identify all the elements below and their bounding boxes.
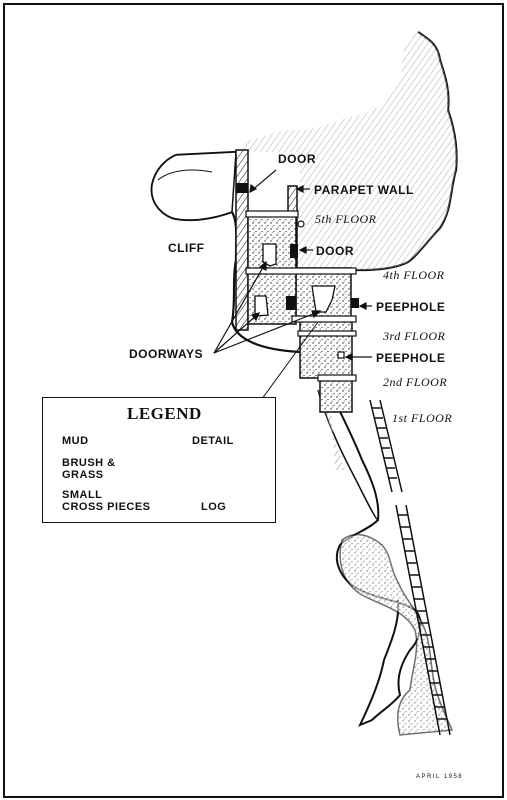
legend-small-cross-line1: SMALL <box>62 489 103 501</box>
legend-brush-grass-line1: BRUSH & <box>62 457 116 469</box>
label-4th-floor: 4th FLOOR <box>383 268 445 282</box>
ring-marker <box>297 220 305 228</box>
label-peephole-upper: PEEPHOLE <box>376 300 446 314</box>
label-3rd-floor: 3rd FLOOR <box>383 329 446 343</box>
legend-log: LOG <box>201 501 227 513</box>
label-5th-floor: 5th FLOOR <box>315 212 377 226</box>
legend-brush-grass-line2: GRASS <box>62 469 104 481</box>
legend-box <box>42 397 276 523</box>
legend-mud: MUD <box>62 435 89 447</box>
page-border <box>3 3 504 798</box>
label-2nd-floor: 2nd FLOOR <box>383 375 448 389</box>
label-parapet-wall: PARAPET WALL <box>314 183 414 197</box>
legend-small-cross-line2: CROSS PIECES <box>62 501 151 513</box>
label-doorways: DOORWAYS <box>129 347 204 361</box>
label-peephole-lower: PEEPHOLE <box>376 351 446 365</box>
cliff-rock-upper <box>236 32 457 270</box>
legend-detail: DETAIL <box>192 435 234 447</box>
date-stamp: APRIL 1958 <box>416 774 464 780</box>
label-1st-floor: 1st FLOOR <box>392 411 453 425</box>
label-door-top: DOOR <box>278 152 316 166</box>
label-cliff: CLIFF <box>168 241 205 255</box>
legend-title: LEGEND <box>127 404 202 423</box>
cliff-cave <box>150 151 237 221</box>
label-door-mid: DOOR <box>316 244 354 258</box>
ladders <box>369 399 451 736</box>
